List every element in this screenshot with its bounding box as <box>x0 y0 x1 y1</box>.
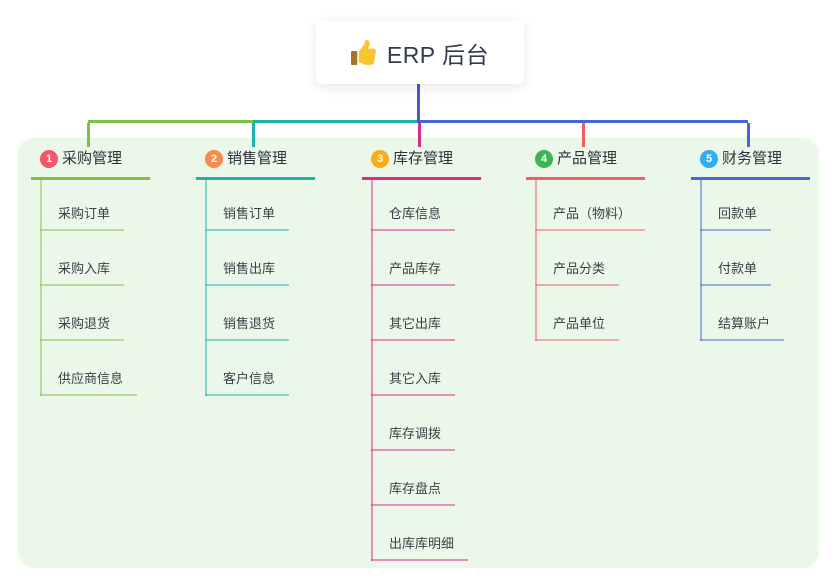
branch-trunk-line <box>205 180 207 396</box>
child-node[interactable]: 仓库信息 <box>371 205 456 231</box>
child-node[interactable]: 库存调拨 <box>371 425 456 451</box>
branch-node-1[interactable]: 采购管理 <box>62 150 123 167</box>
branch-drop-line <box>747 123 750 147</box>
branch-badge-2: 2 <box>205 150 223 168</box>
child-node[interactable]: 产品单位 <box>535 315 620 341</box>
branch-drop-line <box>582 123 585 147</box>
branch-badge-4: 4 <box>535 150 553 168</box>
child-node[interactable]: 销售退货 <box>205 315 290 341</box>
mindmap-background-panel <box>18 138 819 568</box>
branch-trunk-line <box>40 180 42 396</box>
branch-node-3[interactable]: 库存管理 <box>393 150 454 167</box>
branch-node-4[interactable]: 产品管理 <box>557 150 618 167</box>
root-node-label: ERP 后台 <box>386 41 490 68</box>
child-node[interactable]: 供应商信息 <box>40 370 138 396</box>
branch-badge-1: 1 <box>40 150 58 168</box>
branch-connector-line <box>419 120 748 123</box>
child-node[interactable]: 采购入库 <box>40 260 125 286</box>
branch-trunk-line <box>535 180 537 341</box>
child-node[interactable]: 销售订单 <box>205 205 290 231</box>
branch-underline <box>31 177 150 180</box>
child-node[interactable]: 付款单 <box>700 260 772 286</box>
child-node[interactable]: 结算账户 <box>700 315 785 341</box>
branch-connector-line <box>253 120 419 123</box>
branch-trunk-line <box>371 180 373 561</box>
child-node[interactable]: 销售出库 <box>205 260 290 286</box>
thumbs-up-icon <box>350 40 376 65</box>
child-node[interactable]: 库存盘点 <box>371 480 456 506</box>
child-node[interactable]: 采购订单 <box>40 205 125 231</box>
child-node[interactable]: 产品库存 <box>371 260 456 286</box>
child-node[interactable]: 产品（物料） <box>535 205 646 231</box>
branch-badge-5: 5 <box>700 150 718 168</box>
child-node[interactable]: 采购退货 <box>40 315 125 341</box>
root-connector-line <box>417 84 420 123</box>
child-node[interactable]: 客户信息 <box>205 370 290 396</box>
branch-underline <box>362 177 481 180</box>
branch-node-2[interactable]: 销售管理 <box>227 150 288 167</box>
branch-underline <box>526 177 645 180</box>
branch-badge-3: 3 <box>371 150 389 168</box>
branch-drop-line <box>252 123 255 147</box>
child-node[interactable]: 其它入库 <box>371 370 456 396</box>
root-node-erp[interactable]: ERP 后台 <box>316 21 524 84</box>
branch-drop-line <box>418 123 421 147</box>
child-node[interactable]: 其它出库 <box>371 315 456 341</box>
branch-underline <box>196 177 315 180</box>
branch-underline <box>691 177 810 180</box>
branch-drop-line <box>87 123 90 147</box>
branch-node-5[interactable]: 财务管理 <box>722 150 783 167</box>
branch-trunk-line <box>700 180 702 341</box>
child-node[interactable]: 回款单 <box>700 205 772 231</box>
child-node[interactable]: 产品分类 <box>535 260 620 286</box>
child-node[interactable]: 出库库明细 <box>371 535 469 561</box>
